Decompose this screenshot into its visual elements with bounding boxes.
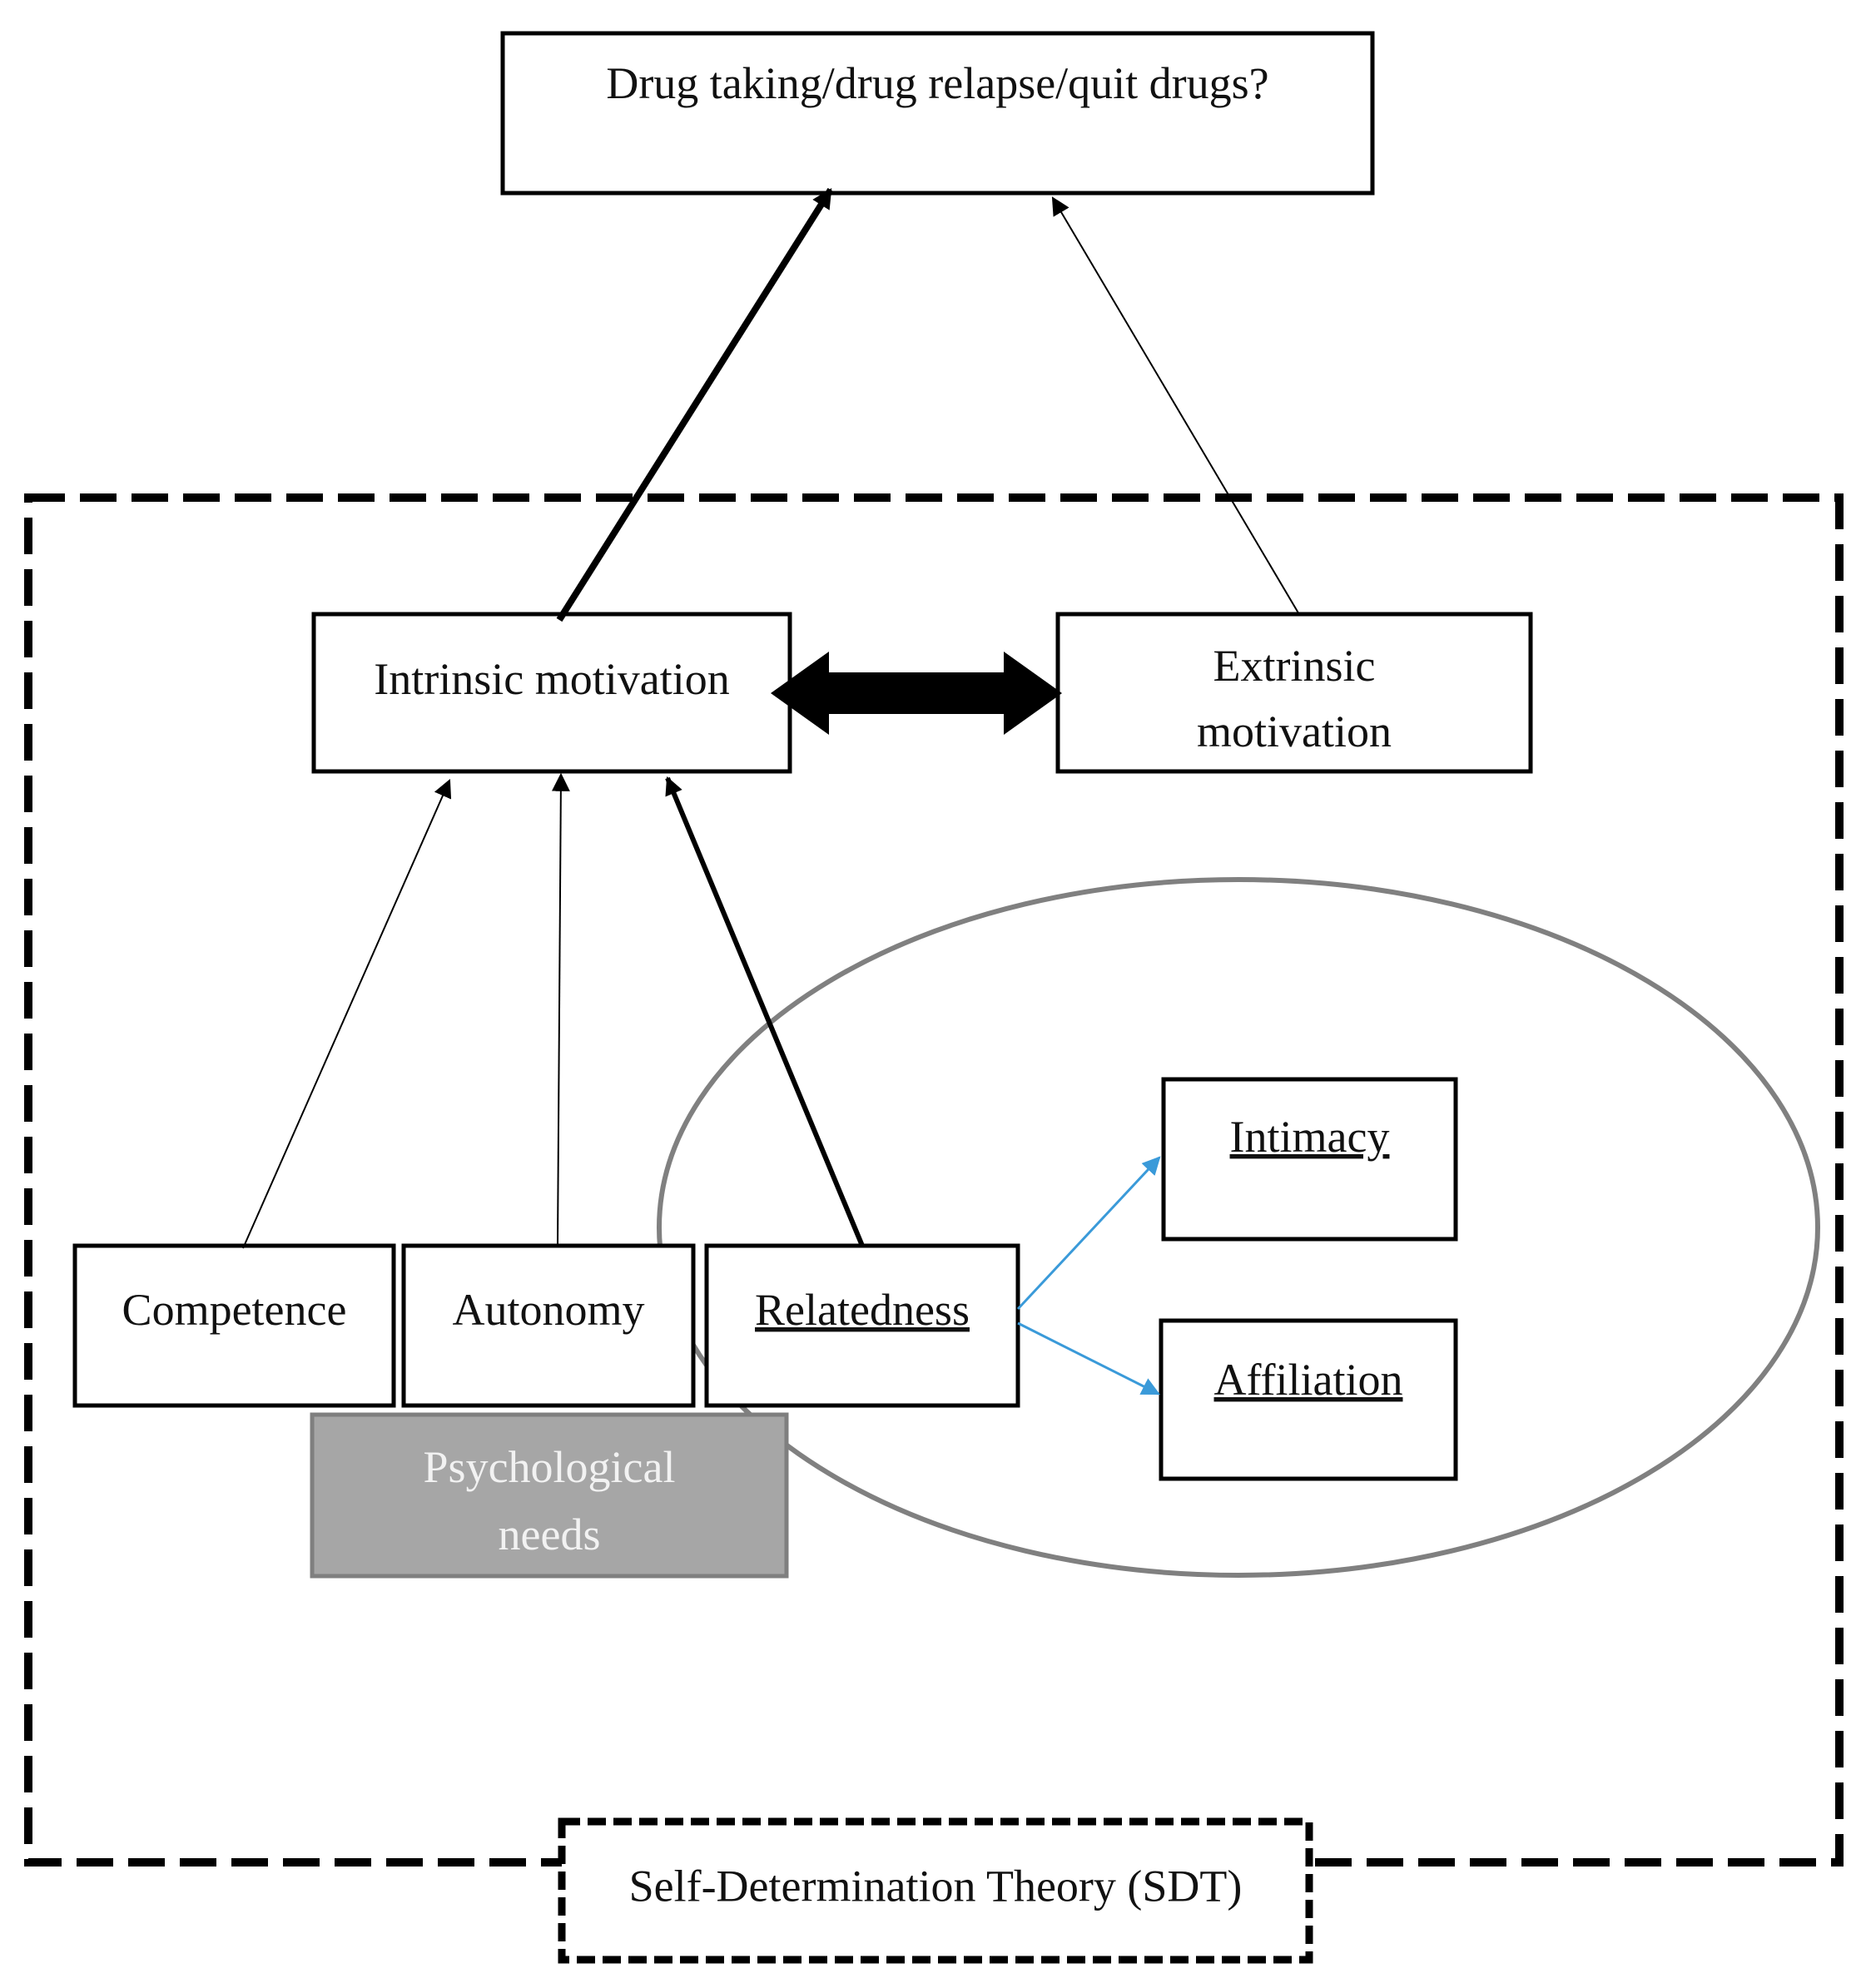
psychological-needs-label-line2: needs [499, 1510, 601, 1559]
arrow-relatedness-to-affiliation [1017, 1321, 1160, 1396]
relatedness-ellipse [657, 877, 1820, 1578]
relatedness-node: Relatedness [704, 1243, 1020, 1408]
extrinsic-motivation-label-line1: Extrinsic [1213, 641, 1376, 691]
autonomy-label: Autonomy [452, 1285, 644, 1335]
psychological-needs-box: Psychological needs [310, 1412, 789, 1579]
competence-label: Competence [122, 1285, 347, 1335]
intrinsic-motivation-label: Intrinsic motivation [374, 654, 729, 704]
intimacy-label: Intimacy [1230, 1112, 1390, 1162]
psychological-needs-label-line1: Psychological [424, 1442, 676, 1492]
affiliation-node: Affiliation [1159, 1318, 1458, 1481]
intimacy-node: Intimacy [1161, 1077, 1458, 1242]
arrow-relatedness-to-intrinsic [665, 776, 865, 1247]
outcome-node: Drug taking/drug relapse/quit drugs? [500, 31, 1375, 196]
arrow-relatedness-to-intimacy [1016, 1156, 1161, 1311]
arrow-extrinsic-to-outcome [1051, 196, 1301, 617]
affiliation-label: Affiliation [1214, 1355, 1403, 1405]
arrow-autonomy-to-intrinsic [551, 772, 570, 1247]
arrow-competence-to-intrinsic [242, 778, 452, 1249]
extrinsic-motivation-node: Extrinsic motivation [1055, 612, 1533, 774]
sdt-label-box: Self-Determination Theory (SDT) [558, 1817, 1313, 1964]
autonomy-node: Autonomy [401, 1243, 696, 1408]
intrinsic-extrinsic-bidirectional-arrow [771, 652, 1062, 735]
extrinsic-motivation-label-line2: motivation [1197, 706, 1392, 756]
arrow-intrinsic-to-outcome [556, 187, 834, 622]
intrinsic-motivation-node: Intrinsic motivation [311, 612, 792, 774]
competence-node: Competence [72, 1243, 396, 1408]
sdt-label: Self-Determination Theory (SDT) [629, 1861, 1243, 1911]
relatedness-label: Relatedness [755, 1285, 970, 1335]
outcome-label: Drug taking/drug relapse/quit drugs? [606, 58, 1268, 108]
